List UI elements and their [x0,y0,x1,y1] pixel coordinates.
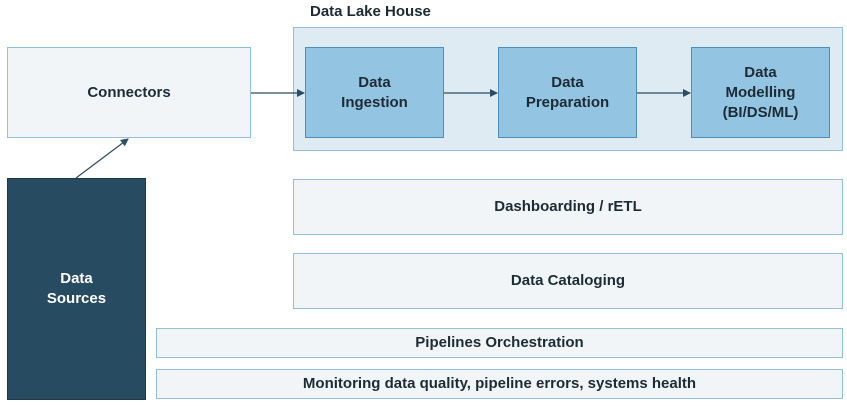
monitoring-box: Monitoring data quality, pipeline errors… [156,369,843,399]
data-cataloging-label: Data Cataloging [510,272,626,289]
stage-data-modelling: Data Modelling (BI/DS/ML) [691,47,830,138]
monitoring-label: Monitoring data quality, pipeline errors… [302,375,697,392]
lake-house-title: Data Lake House [310,3,431,20]
dashboarding-label: Dashboarding / rETL [494,198,642,215]
connectors-box: Connectors [7,47,251,138]
data-cataloging-box: Data Cataloging [293,253,843,309]
stage-data-preparation: Data Preparation [498,47,637,138]
dashboarding-box: Dashboarding / rETL [293,179,843,235]
stage-label-preparation: Data Preparation [525,73,610,111]
data-sources-label: Data Sources [46,270,107,307]
connectors-label: Connectors [87,83,171,101]
data-sources-box: Data Sources [7,178,146,400]
stage-label-modelling: Data Modelling (BI/DS/ML) [722,63,799,121]
pipelines-orchestration-label: Pipelines Orchestration [415,334,584,351]
pipelines-orchestration-box: Pipelines Orchestration [156,328,843,358]
arrow-sources-to-connectors [75,138,129,179]
stage-label-ingestion: Data Ingestion [341,73,408,111]
stage-data-ingestion: Data Ingestion [305,47,444,138]
